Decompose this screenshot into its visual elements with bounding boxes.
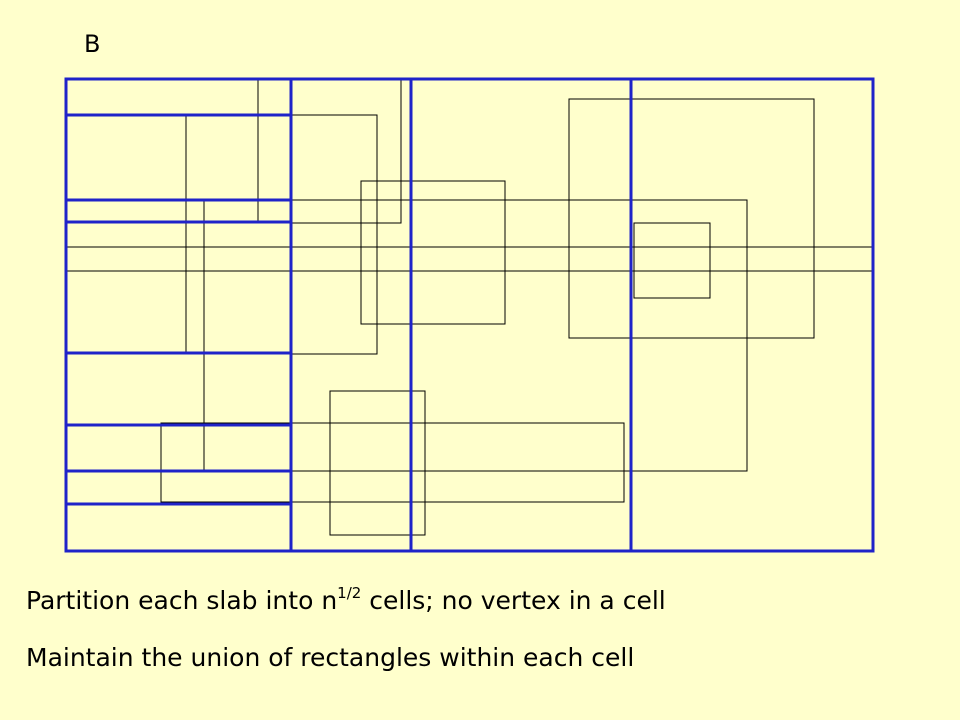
rectangle bbox=[568, 98, 815, 339]
partition-lines bbox=[64, 77, 875, 553]
rectangle bbox=[360, 180, 506, 325]
caption-partition-text-end: cells; no vertex in a cell bbox=[361, 586, 666, 615]
rectangle bbox=[633, 222, 711, 299]
rectangle bbox=[185, 114, 378, 355]
bounding-box bbox=[64, 77, 875, 553]
rectangle bbox=[329, 390, 426, 536]
box-label: B bbox=[84, 30, 101, 58]
caption-partition-exponent: 1/2 bbox=[337, 584, 362, 602]
caption-union: Maintain the union of rectangles within … bbox=[26, 643, 635, 672]
rectangle bbox=[203, 199, 748, 472]
rectangle bbox=[160, 422, 625, 503]
rectangles bbox=[66, 78, 873, 536]
caption-partition: Partition each slab into n1/2 cells; no … bbox=[26, 584, 666, 616]
caption-partition-text: Partition each slab into n bbox=[26, 586, 338, 615]
